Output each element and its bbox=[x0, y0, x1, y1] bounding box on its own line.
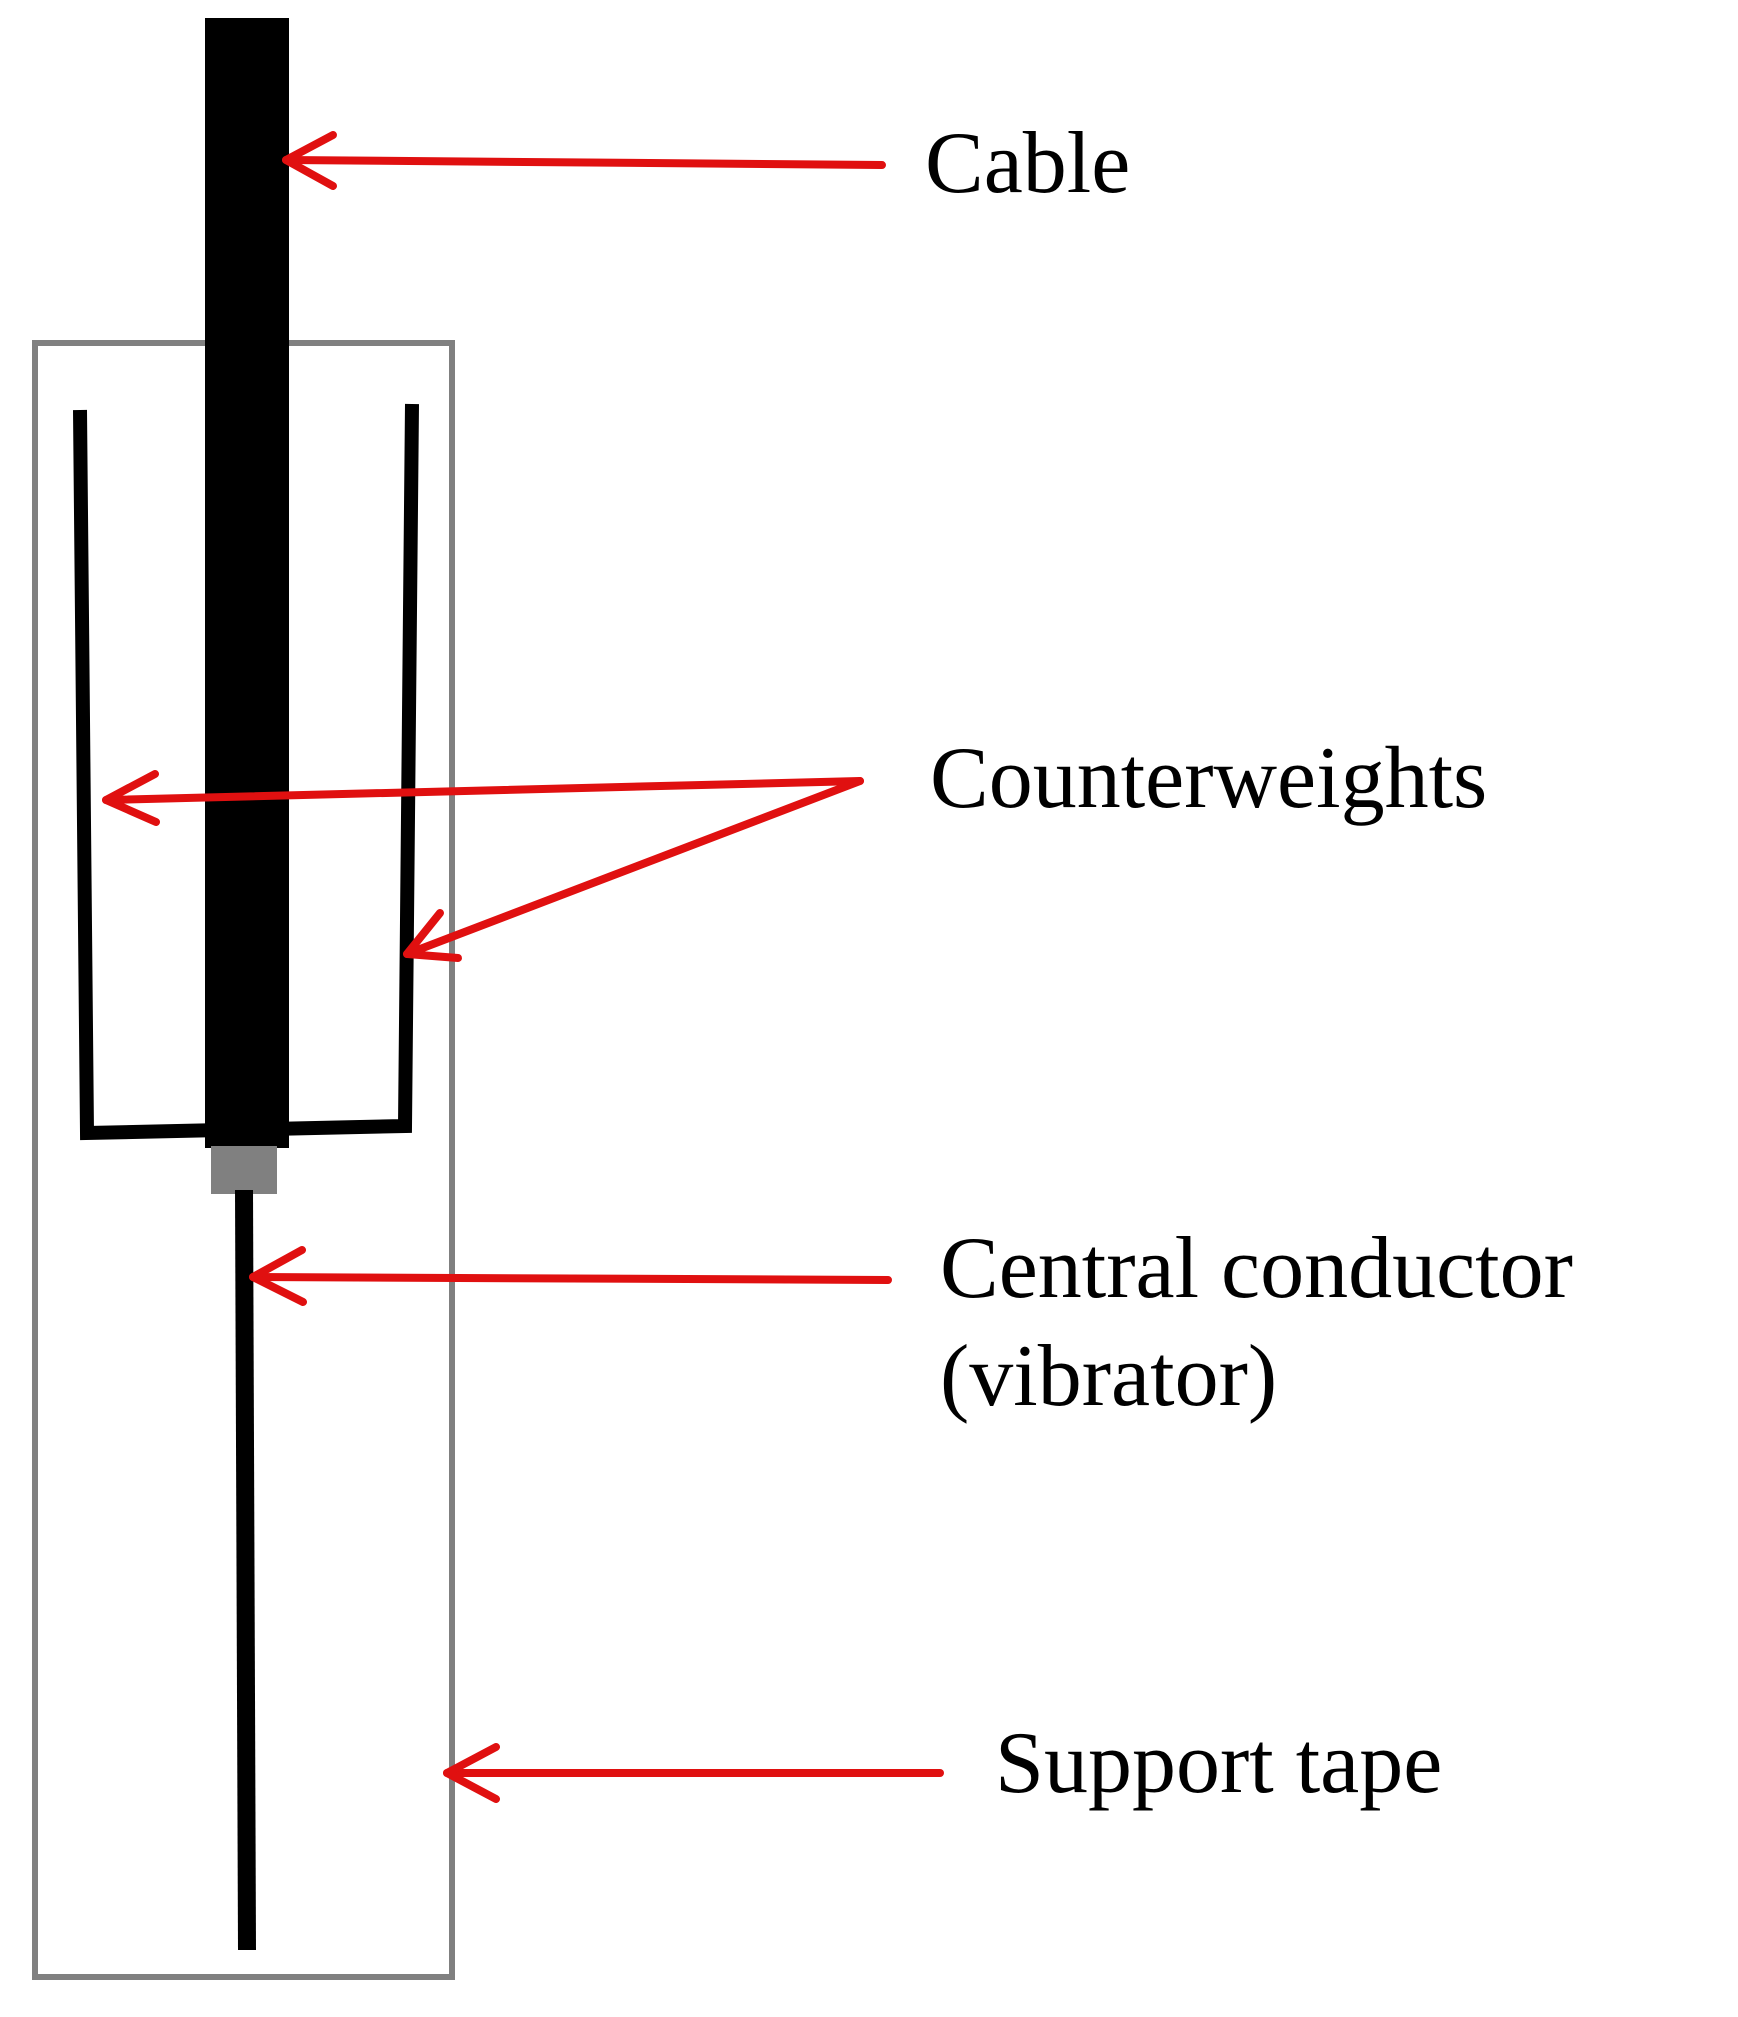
label-support-tape: Support tape bbox=[995, 1715, 1443, 1812]
arrow-counterweights bbox=[102, 770, 864, 962]
label-vibrator: (vibrator) bbox=[940, 1328, 1278, 1425]
arrow-cable bbox=[282, 131, 886, 190]
central-conductor bbox=[235, 1189, 256, 1951]
label-counterweights: Counterweights bbox=[930, 730, 1488, 827]
label-cable: Cable bbox=[925, 115, 1131, 212]
arrow-central-conductor bbox=[249, 1246, 892, 1306]
arrow-support-tape bbox=[443, 1743, 944, 1803]
cable bbox=[205, 18, 289, 1148]
connector bbox=[211, 1146, 277, 1194]
label-central-conductor: Central conductor bbox=[940, 1220, 1573, 1317]
